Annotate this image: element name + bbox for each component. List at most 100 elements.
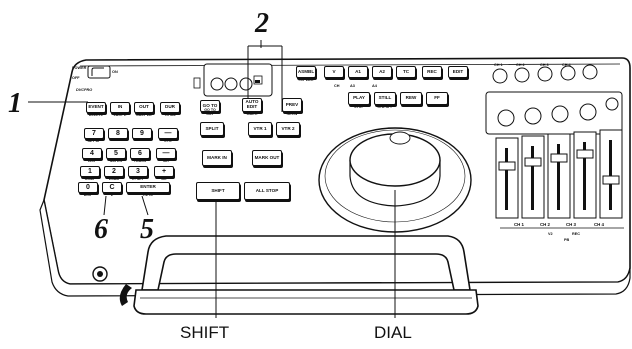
- all-stop-button[interactable]: ALL STOP: [244, 182, 290, 200]
- video-button[interactable]: V: [324, 66, 344, 78]
- numpad-key-sub: DISP: [83, 193, 93, 198]
- mixer-rec-label: REC: [572, 232, 581, 236]
- numpad-key-sub: ML: [161, 177, 167, 182]
- goto-sub-label: GO TO OUT: [204, 108, 216, 117]
- tc-button[interactable]: TC: [396, 66, 416, 78]
- numpad-key-sub: ETC: [164, 139, 172, 144]
- split-label: SPLIT: [205, 125, 219, 131]
- rewind-button[interactable]: REW: [400, 92, 422, 105]
- edit-key-sub: TOTAL: [164, 113, 176, 118]
- play-button[interactable]: PLAY STOP: [348, 92, 370, 109]
- play-label: PLAY: [353, 95, 365, 101]
- auto-edit-label: AUTO EDIT: [245, 99, 259, 109]
- brand-label: DVCPRO: [76, 88, 93, 92]
- mixer-channel-top-label: CH 4: [562, 63, 571, 67]
- a2-button[interactable]: A2: [372, 66, 392, 78]
- callout-5: 5: [140, 214, 154, 245]
- rec-button[interactable]: REC: [422, 66, 442, 78]
- numpad-key-sub: RETU: [143, 193, 153, 198]
- numpad-key-sub: LOAD: [108, 177, 120, 182]
- rewind-label: REW: [405, 95, 417, 101]
- numpad-key-label: C: [109, 183, 115, 191]
- numpad-key-label: 8: [116, 129, 120, 137]
- numpad-key-label: 3: [136, 167, 140, 175]
- numpad-key[interactable]: —ETC: [158, 128, 178, 143]
- numpad-key[interactable]: 3 E. SET: [128, 166, 148, 181]
- fast-forward-label: FF: [434, 95, 440, 101]
- edit-key-in[interactable]: IN LAST E: [110, 102, 130, 117]
- mixer-channel-bottom-label: CH 3: [566, 222, 577, 227]
- mixer-pb-label: PB: [564, 238, 570, 242]
- shift-caption: SHIFT: [180, 323, 230, 342]
- edit-button[interactable]: EDIT: [448, 66, 468, 78]
- vtr1-label: VTR 1: [253, 125, 267, 131]
- numpad-key-label: 2: [112, 167, 116, 175]
- numpad-key-label: 9: [140, 129, 144, 137]
- numpad-key-label: 1: [88, 167, 92, 175]
- shift-button[interactable]: SHIFT: [196, 182, 240, 200]
- still-sub-label: STB OFF: [377, 105, 393, 110]
- shift-label: SHIFT: [211, 187, 225, 193]
- mark-out-label: MARK OUT: [254, 154, 280, 160]
- mark-out-button[interactable]: MARK OUT: [252, 150, 282, 166]
- vu-label: V2: [548, 232, 553, 236]
- preview-label: PREV: [285, 101, 299, 107]
- numpad-key-label: +: [161, 167, 167, 175]
- numpad-key[interactable]: + ML: [154, 166, 174, 181]
- a1-button[interactable]: A1: [348, 66, 368, 78]
- assemble-label: ASMBL: [297, 68, 315, 74]
- fast-forward-button[interactable]: FF: [426, 92, 448, 105]
- numpad-key[interactable]: —MK: [156, 148, 176, 163]
- numpad-key[interactable]: 8: [108, 128, 128, 139]
- mixer-channel-bottom-label: CH 1: [514, 222, 525, 227]
- edit-key-dur[interactable]: DUR TOTAL: [160, 102, 180, 117]
- power-off-label: OFF: [72, 76, 80, 80]
- numpad-key-sub: LIST: [88, 159, 96, 164]
- split-button[interactable]: SPLIT: [200, 122, 224, 136]
- vtr1-button[interactable]: VTR 1: [248, 122, 272, 136]
- video-label: V: [332, 68, 336, 74]
- vtr2-button[interactable]: VTR 2: [276, 122, 300, 136]
- numpad-key-sub: SET UP: [87, 139, 101, 144]
- a4-label: A4: [372, 84, 377, 88]
- edit-key-sub: LAST E: [113, 113, 127, 118]
- numpad-key-label: —: [162, 149, 170, 157]
- numpad-key-sub: E: [110, 193, 114, 198]
- mixer-channel-bottom-label: CH 4: [594, 222, 605, 227]
- rec-label: REC: [427, 68, 437, 74]
- mixer-channel-top-label: CH 1: [494, 63, 503, 67]
- numpad-key-sub: E. SET: [132, 177, 144, 182]
- callout-2: 2: [255, 8, 269, 39]
- power-on-label: ON: [112, 70, 118, 74]
- edit-key-sub: LAST ED: [136, 113, 152, 118]
- edit-key-label: IN: [117, 104, 123, 110]
- edit-key-label: DUR: [165, 104, 175, 110]
- numpad-key-label: 7: [92, 129, 96, 137]
- callout-6: 6: [94, 214, 108, 245]
- mark-in-button[interactable]: MARK IN: [202, 150, 232, 166]
- a1-label: A1: [355, 68, 361, 74]
- numpad-key[interactable]: 9: [132, 128, 152, 139]
- stop-label: STOP: [354, 105, 364, 110]
- goto-label: GO TO: [202, 102, 218, 108]
- numpad-key-label: 0: [86, 183, 90, 191]
- mixer-channel-top-label: CH 2: [516, 63, 525, 67]
